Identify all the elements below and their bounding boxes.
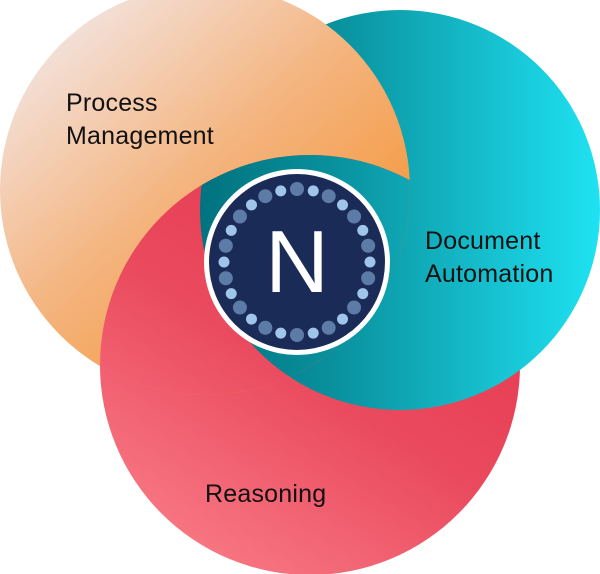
logo-dot [321,320,336,335]
label-line: Management [66,122,214,150]
logo-dot [290,328,304,342]
label-line: Automation [425,260,554,288]
logo-dot [218,256,230,268]
logo-dot [337,313,349,325]
logo-dot [337,199,349,211]
logo-dot [225,224,237,236]
label-line: Process [66,89,158,117]
logo-dot [258,189,273,204]
logo-dot [307,327,319,339]
logo-dot [275,185,287,197]
logo-dot [307,185,319,197]
logo-dot [361,238,376,253]
logo-dot [275,327,287,339]
logo-dot [245,199,257,211]
logo-dot [321,189,336,204]
logo-dot [218,238,233,253]
logo-dot [225,288,237,300]
logo-dot-ring [218,182,376,342]
label-process-management: Process Management [66,87,214,153]
logo-dot [357,288,369,300]
logo-dot [232,300,247,315]
logo-dot [245,313,257,325]
logo-letter-n: N [265,212,329,311]
label-line: Reasoning [205,480,327,508]
label-document-automation: Document Automation [425,225,553,291]
logo-dot [218,271,233,286]
n-logo: N [204,169,390,355]
logo-dot [290,182,304,196]
logo-dot [364,256,376,268]
label-reasoning: Reasoning [205,478,326,511]
label-line: Document [425,227,541,255]
logo-dot [232,209,247,224]
logo-dot [258,320,273,335]
logo-dot [347,300,362,315]
logo-dot [357,224,369,236]
logo-dot [347,209,362,224]
logo-dot [361,271,376,286]
